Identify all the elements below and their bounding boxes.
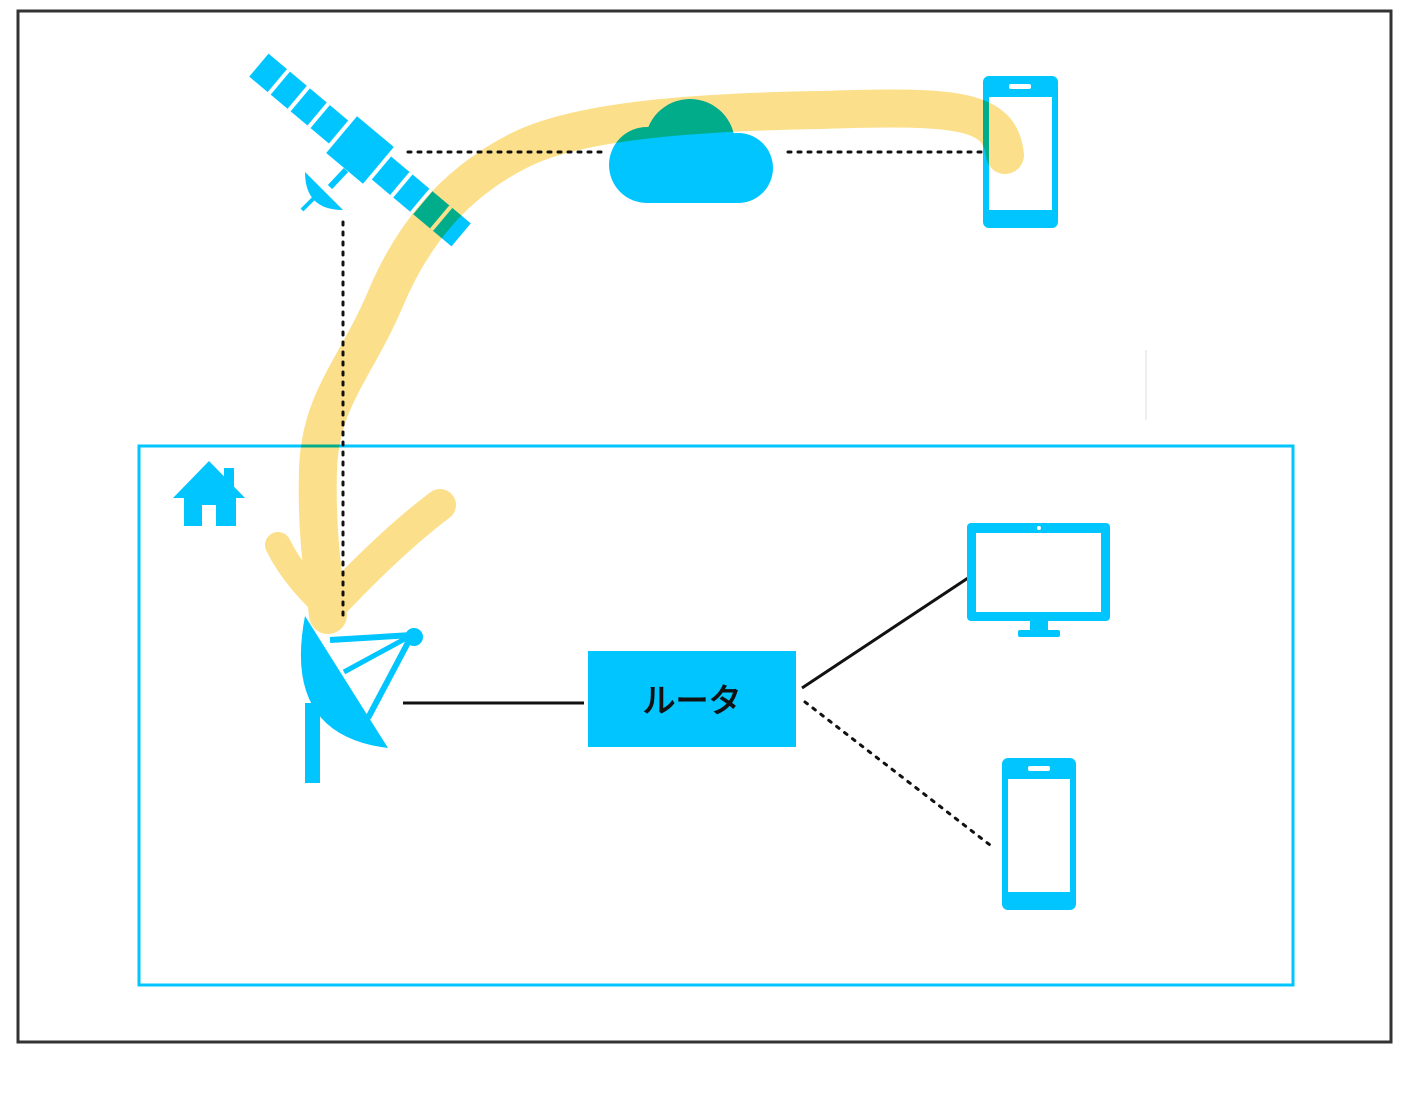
- link-router-phone: [803, 700, 992, 847]
- router-box: ルータ: [588, 651, 796, 747]
- router-label: ルータ: [643, 681, 742, 720]
- satellite-dish-icon: [300, 616, 423, 783]
- smartphone-icon: [1002, 758, 1076, 910]
- link-router-desktop: [801, 576, 969, 690]
- cloud-icon: [609, 99, 773, 203]
- house-icon: [173, 461, 245, 526]
- signal-path-highlight: [265, 89, 1024, 634]
- satellite-icon: [249, 53, 471, 247]
- monitor-icon: [967, 523, 1110, 637]
- home-area-boundary: [137, 444, 1295, 987]
